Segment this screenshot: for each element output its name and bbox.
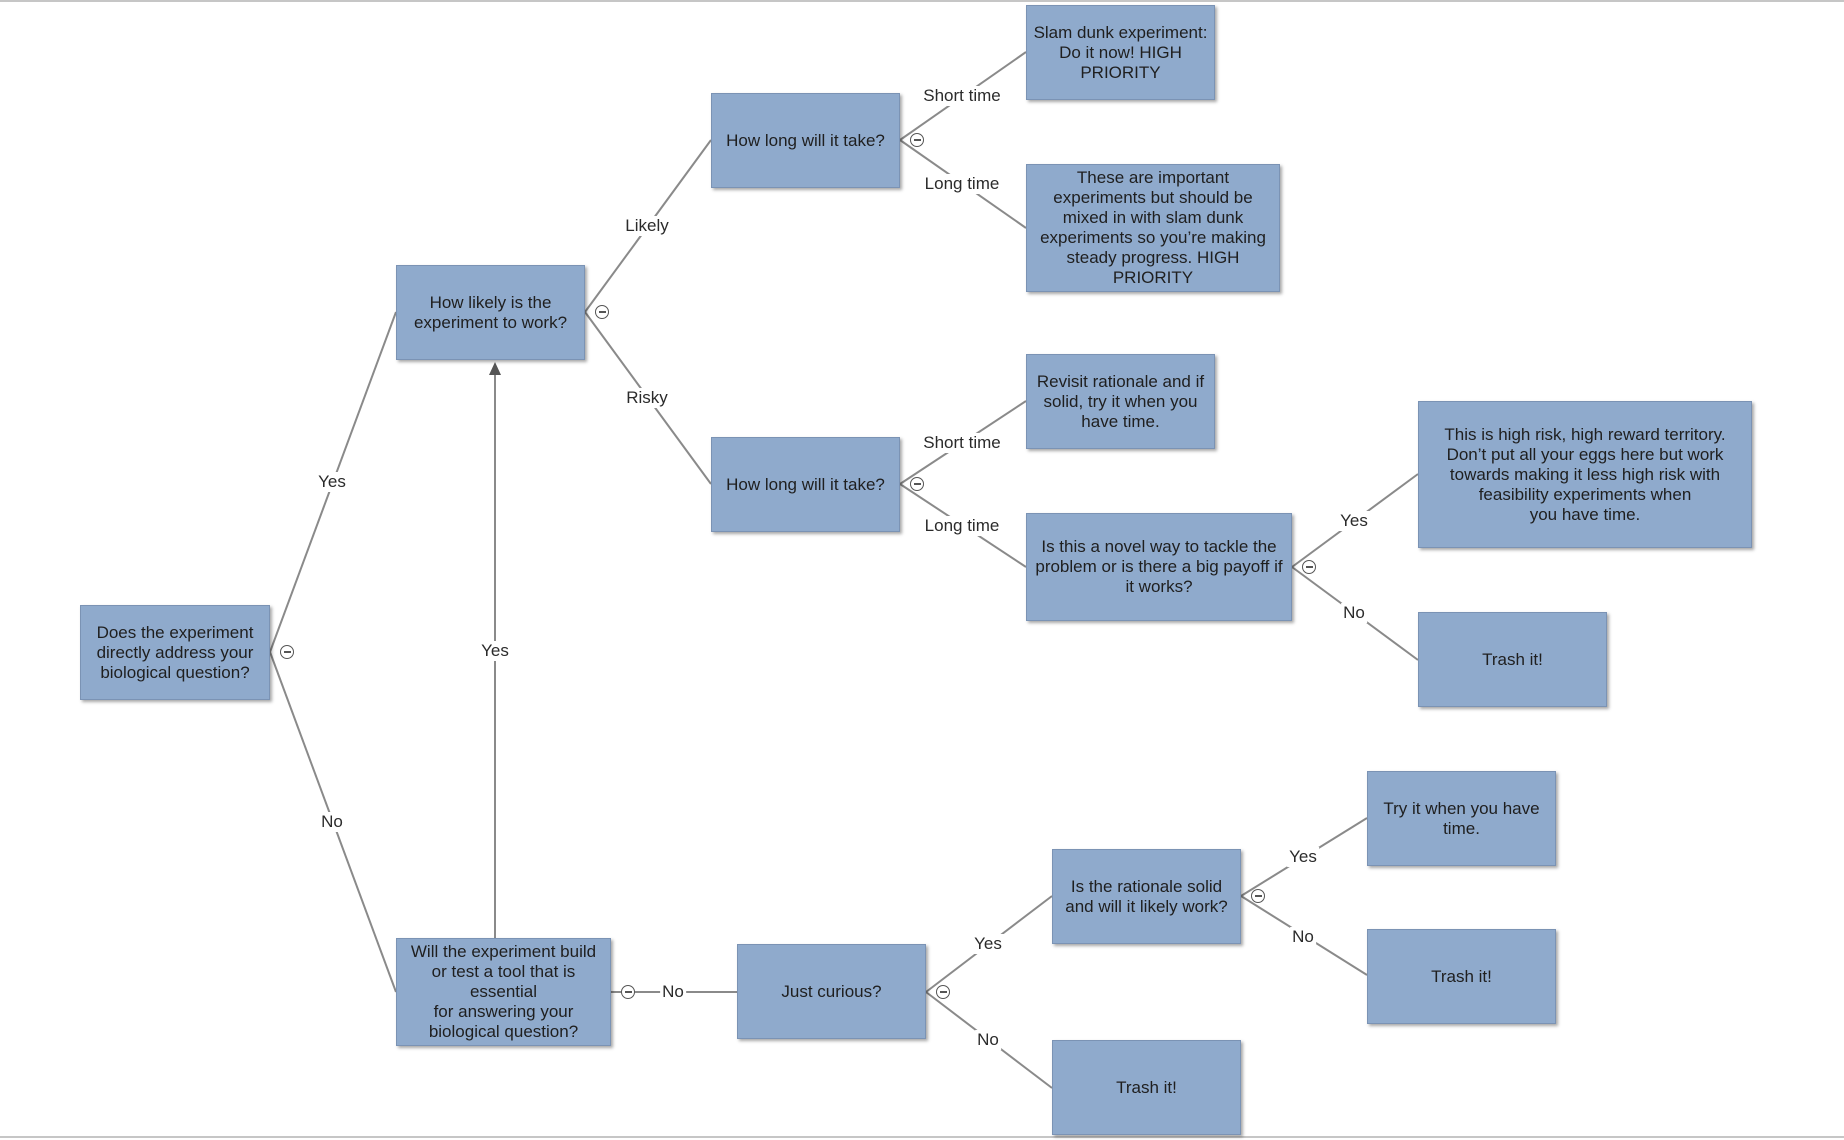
edge-label-long-2: Long time xyxy=(922,516,1002,536)
edge-label-likely: Likely xyxy=(623,216,671,236)
node-how-long-risky[interactable]: How long will it take? xyxy=(711,437,900,532)
bottom-border xyxy=(0,1136,1844,1138)
minus-circle-icon[interactable] xyxy=(910,133,924,147)
minus-circle-icon[interactable] xyxy=(1251,889,1265,903)
edge-label-novel-yes: Yes xyxy=(1338,511,1370,531)
edge-label-root-no: No xyxy=(319,812,345,832)
node-rationale[interactable]: Is the rationale solid and will it likel… xyxy=(1052,849,1241,944)
minus-circle-icon[interactable] xyxy=(595,305,609,319)
edge-label-short-1: Short time xyxy=(921,86,1003,106)
minus-circle-icon[interactable] xyxy=(280,645,294,659)
minus-circle-icon[interactable] xyxy=(1302,560,1316,574)
arrowhead-up-icon xyxy=(489,362,501,375)
edge-label-curious-yes: Yes xyxy=(972,934,1004,954)
edge-label-rationale-no: No xyxy=(1290,927,1316,947)
node-try-it[interactable]: Try it when you have time. xyxy=(1367,771,1556,866)
minus-circle-icon[interactable] xyxy=(936,985,950,999)
edge-label-root-yes: Yes xyxy=(316,472,348,492)
node-novel[interactable]: Is this a novel way to tackle the proble… xyxy=(1026,513,1292,621)
minus-circle-icon[interactable] xyxy=(621,985,635,999)
node-important[interactable]: These are important experiments but shou… xyxy=(1026,164,1280,292)
edge-label-tool-yes: Yes xyxy=(479,641,511,661)
edge-label-risky: Risky xyxy=(624,388,670,408)
minus-circle-icon[interactable] xyxy=(910,477,924,491)
edge-label-tool-no: No xyxy=(660,982,686,1002)
node-how-long-likely[interactable]: How long will it take? xyxy=(711,93,900,188)
node-how-likely[interactable]: How likely is the experiment to work? xyxy=(396,265,585,360)
node-trash-1[interactable]: Trash it! xyxy=(1418,612,1607,707)
node-revisit[interactable]: Revisit rationale and if solid, try it w… xyxy=(1026,354,1215,449)
node-high-risk[interactable]: This is high risk, high reward territory… xyxy=(1418,401,1752,548)
node-trash-3[interactable]: Trash it! xyxy=(1052,1040,1241,1135)
edge-label-long-1: Long time xyxy=(922,174,1002,194)
edge-label-short-2: Short time xyxy=(921,433,1003,453)
edge-label-novel-no: No xyxy=(1341,603,1367,623)
node-just-curious[interactable]: Just curious? xyxy=(737,944,926,1039)
node-slam-dunk[interactable]: Slam dunk experiment: Do it now! HIGH PR… xyxy=(1026,5,1215,100)
edge-label-rationale-yes: Yes xyxy=(1287,847,1319,867)
node-root[interactable]: Does the experiment directly address you… xyxy=(80,605,270,700)
edge-label-curious-no: No xyxy=(975,1030,1001,1050)
node-tool[interactable]: Will the experiment build or test a tool… xyxy=(396,938,611,1046)
node-trash-2[interactable]: Trash it! xyxy=(1367,929,1556,1024)
top-border xyxy=(0,0,1844,2)
